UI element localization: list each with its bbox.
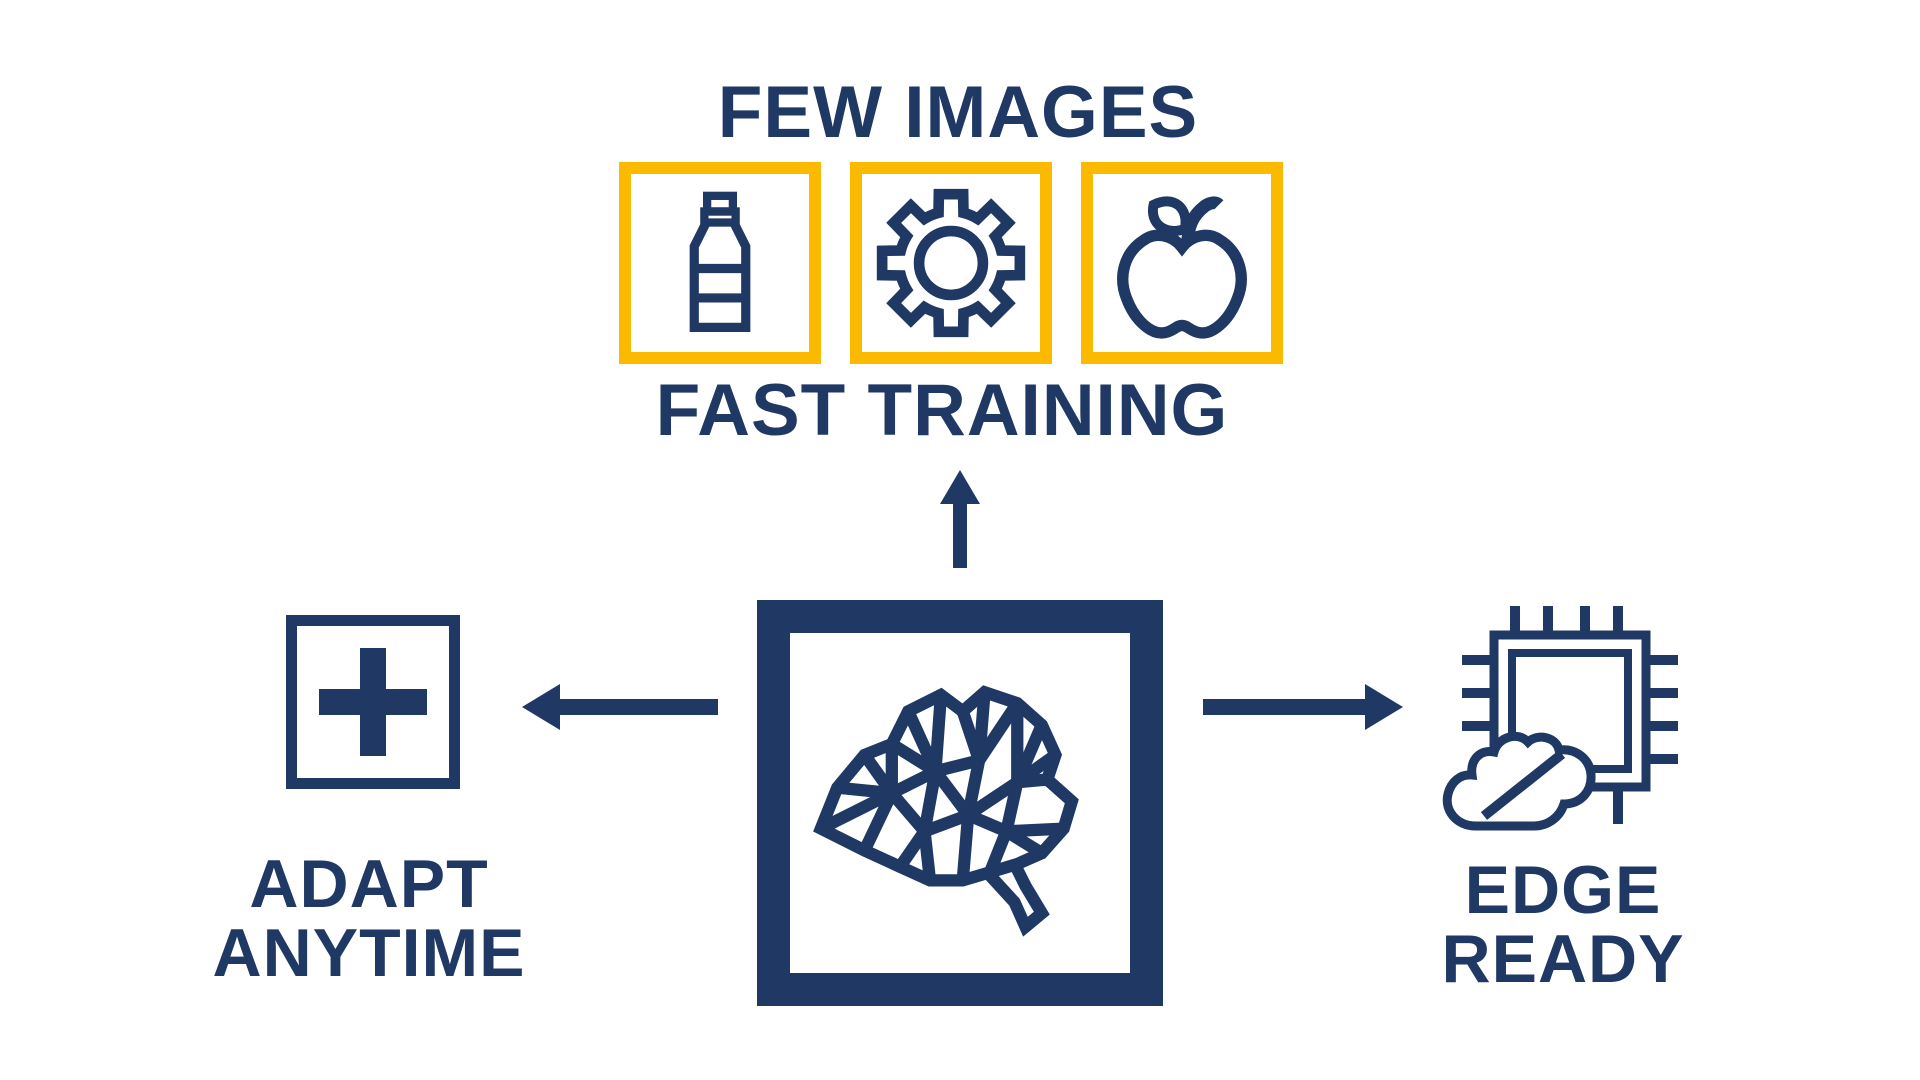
chip-outline [1462,606,1678,824]
adapt-anytime-label: ADAPT ANYTIME [213,850,526,988]
anytime-line: ANYTIME [212,915,526,991]
edge-line: EDGE [1464,852,1662,928]
left-arrow-icon [522,684,718,730]
neural-brain-icon [813,684,1079,937]
plus-box [286,615,460,789]
image-box-bottle [619,162,821,364]
apple-icon [1117,196,1247,339]
plus-icon [319,648,427,756]
adapt-line: ADAPT [249,846,489,922]
bottle-icon [689,191,751,332]
few-images-title: FEW IMAGES [717,72,1199,153]
fast-training-caption: FAST TRAINING [655,370,1229,451]
brain-box [757,600,1163,1006]
gear-icon [876,188,1026,338]
up-arrow-icon [940,470,980,568]
image-box-apple [1081,162,1283,364]
image-box-gear [850,162,1052,364]
ready-line: READY [1441,921,1685,997]
edge-ready-label: EDGE READY [1441,856,1684,994]
cloud-offline-icon [1442,731,1596,831]
right-arrow-icon [1203,684,1403,730]
image-box-row [619,162,1283,364]
chip-cloud-offline-icon [1442,606,1678,831]
